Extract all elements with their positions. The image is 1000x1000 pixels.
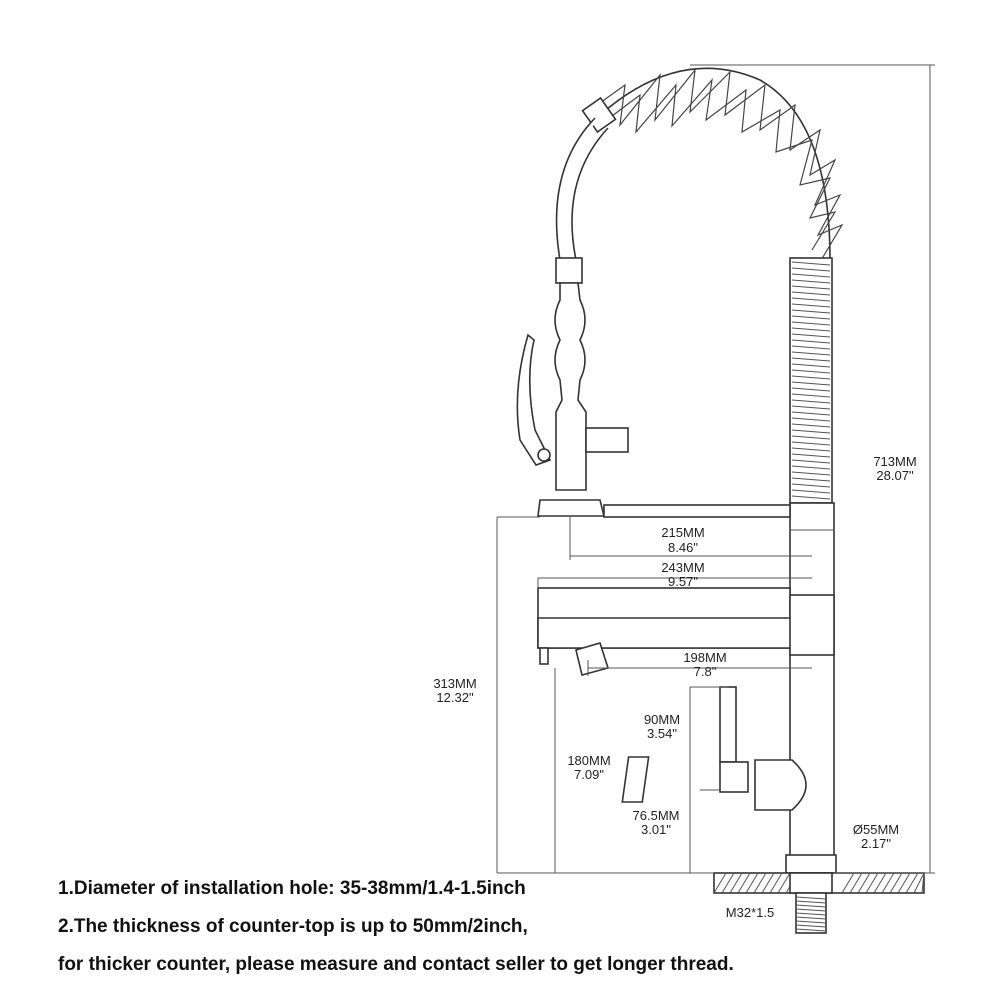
- dim-55-in: 2.17": [861, 836, 891, 851]
- dim-215-in: 8.46": [668, 540, 698, 555]
- dim-243-in: 9.57": [668, 574, 698, 589]
- dim-180-in: 7.09": [574, 767, 604, 782]
- sprayer-holder: [537, 499, 606, 517]
- coil-spring: [581, 67, 844, 263]
- dim-713-in: 28.07": [876, 468, 914, 483]
- sprayer-head: [516, 257, 629, 517]
- handle-lever: [621, 686, 807, 811]
- dim-76-mm: 76.5MM: [633, 808, 680, 823]
- sprayer-button: [585, 427, 629, 453]
- sprayer-trigger: [516, 333, 552, 466]
- note-thicker-counter: for thicker counter, please measure and …: [58, 954, 734, 975]
- note-counter-thickness: 2.The thickness of counter-top is up to …: [58, 916, 528, 937]
- dim-198-in: 7.8": [694, 664, 717, 679]
- dimension-lines: [496, 64, 935, 874]
- dim-713-mm: 713MM: [873, 454, 916, 469]
- dim-55-mm: Ø55MM: [853, 822, 899, 837]
- note-hole-diameter: 1.Diameter of installation hole: 35-38mm…: [58, 878, 526, 899]
- faucet-body-column: [789, 502, 835, 874]
- spring-clip: [581, 96, 617, 134]
- dim-90-in: 3.54": [647, 726, 677, 741]
- mounting-base: [713, 854, 925, 934]
- dim-215-mm: 215MM: [661, 525, 704, 540]
- dim-90-mm: 90MM: [644, 712, 680, 727]
- dim-313-in: 12.32": [436, 690, 474, 705]
- dim-243-mm: 243MM: [661, 560, 704, 575]
- holder-arm: [603, 504, 791, 518]
- dim-thread: M32*1.5: [726, 905, 774, 920]
- dim-76-in: 3.01": [641, 822, 671, 837]
- dim-313-mm: 313MM: [433, 676, 476, 691]
- column-spring-sleeve: [789, 257, 833, 504]
- dimension-labels: 713MM 28.07" 215MM 8.46" 243MM 9.57" 198…: [433, 454, 916, 920]
- spout: [537, 587, 835, 676]
- dim-180-mm: 180MM: [567, 753, 610, 768]
- dim-198-mm: 198MM: [683, 650, 726, 665]
